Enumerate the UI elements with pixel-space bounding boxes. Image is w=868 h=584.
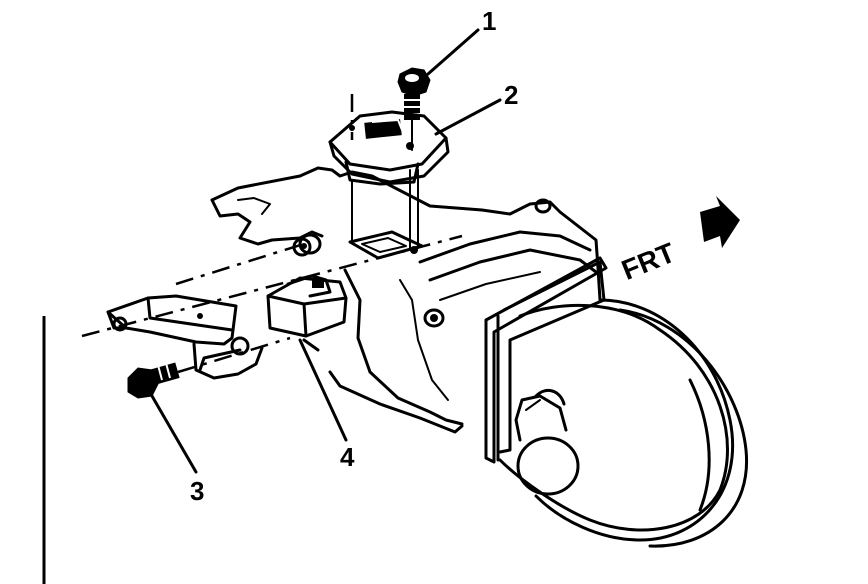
leader-2 — [434, 98, 502, 136]
leader-3 — [150, 394, 198, 474]
assembly-axis-lower — [81, 234, 463, 338]
part-2-relay — [328, 110, 450, 186]
leader-4 — [298, 338, 348, 442]
assembly-axis-upper — [175, 240, 311, 286]
part-4-connector — [266, 274, 348, 352]
callout-2: 2 — [504, 80, 518, 110]
blower-motor — [484, 256, 749, 548]
callout-4: 4 — [340, 442, 355, 472]
part-1-bolt — [397, 67, 431, 151]
callout-3: 3 — [190, 476, 204, 506]
mounting-bracket — [106, 294, 264, 380]
part-3-bolt — [127, 362, 180, 399]
housing — [210, 166, 602, 434]
callout-1: 1 — [482, 6, 496, 36]
leader-1 — [426, 28, 480, 76]
pivot-pin — [292, 233, 322, 257]
frt-arrow-icon — [700, 196, 740, 248]
frt-label: FRT — [617, 237, 679, 286]
